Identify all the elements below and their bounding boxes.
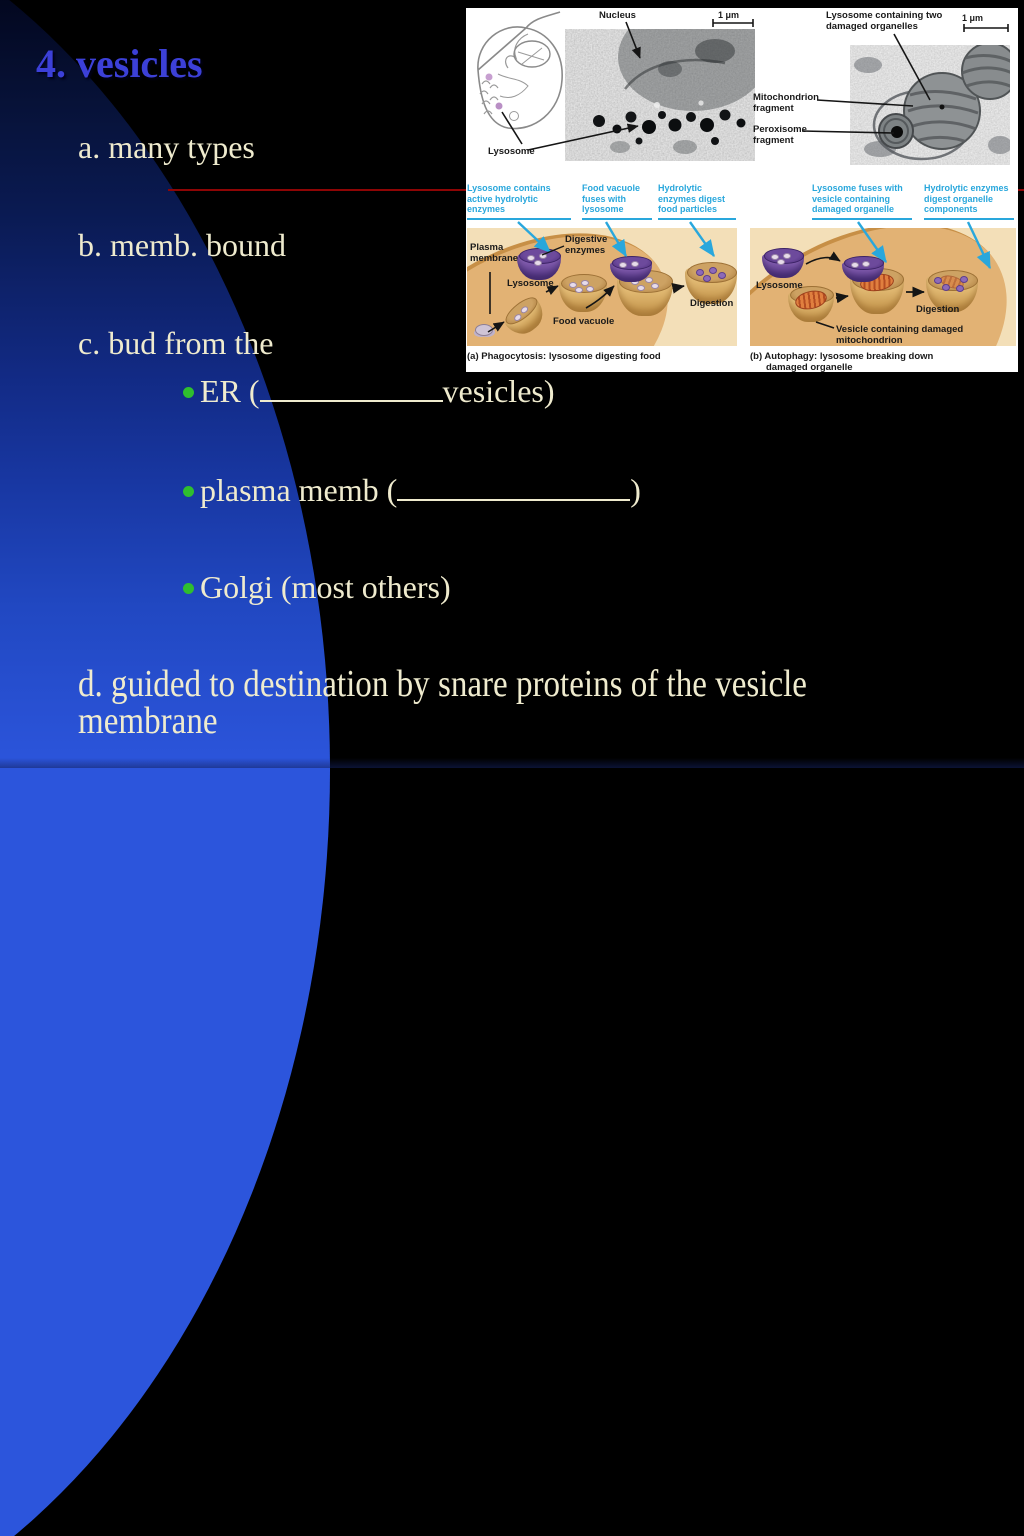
fill-in-blank-plasma (397, 497, 631, 501)
fused-vacuole-bowl (617, 270, 673, 316)
step-a3-underline (658, 218, 736, 220)
bullet-er-pre: ER ( (200, 373, 260, 409)
step-b2-label: Hydrolytic enzymes digest organelle comp… (924, 183, 1009, 214)
digestion-bowl (685, 262, 737, 304)
item-d-snare-proteins: d. guided to destination by snare protei… (78, 663, 948, 742)
peroxisome-fragment-label: Peroxisome fragment (753, 124, 807, 146)
digestion-label-b: Digestion (916, 304, 960, 315)
scalebar-b-label: 1 μm (962, 13, 984, 23)
step-a1-label: Lysosome contains active hydrolytic enzy… (467, 183, 551, 214)
item-b-memb-bound: b. memb. bound (78, 227, 286, 263)
lysosome-label-a: Lysosome (507, 278, 554, 289)
step-b1-underline (812, 218, 912, 220)
item-d-line1: d. guided to destination by snare protei… (78, 663, 807, 705)
item-c-bud-from: c. bud from the (78, 325, 274, 361)
green-bullet-icon (183, 583, 194, 594)
bullet-plasma-post: ) (630, 472, 641, 508)
step-b1-label: Lysosome fuses with vesicle containing d… (812, 183, 903, 214)
phagocytosis-diagram: Plasma membrane Digestive enzymes Lysoso… (467, 228, 737, 346)
food-vacuole-label: Food vacuole (553, 316, 615, 327)
left-electron-micrograph (565, 29, 755, 161)
vesicle-with-mitochondrion (788, 286, 835, 322)
caption-b: (b) Autophagy: lysosome breaking down da… (750, 351, 1016, 372)
step-a2-underline (582, 218, 652, 220)
item-d-line2: membrane (78, 700, 218, 742)
digestion-bowl-b (926, 270, 978, 312)
bottom-gradient-band (0, 758, 1024, 768)
right-electron-micrograph (850, 45, 1010, 165)
step-a2-label: Food vacuole fuses with lysosome (582, 183, 641, 214)
green-bullet-icon (183, 486, 194, 497)
nucleus-label: Nucleus (599, 10, 636, 21)
fused-lysosome-cap-b (842, 256, 885, 282)
digestive-enzymes-label: Digestive enzymes (565, 234, 608, 256)
step-a1-underline (467, 218, 571, 220)
step-a3-label: Hydrolytic enzymes digest food particles (658, 183, 726, 214)
green-bullet-icon (183, 387, 194, 398)
caption-b-line2: damaged organelle (766, 361, 853, 372)
bullet-plasma-memb: plasma memb () (183, 471, 641, 509)
caption-b-line1: (b) Autophagy: lysosome breaking down (750, 351, 934, 362)
food-particle (475, 324, 493, 336)
item-a-many-types: a. many types (78, 129, 255, 165)
caption-a: (a) Phagocytosis: lysosome digesting foo… (467, 351, 661, 362)
fill-in-blank-er (259, 398, 443, 402)
lysosome-label-b: Lysosome (756, 280, 803, 291)
bullet-golgi-text: Golgi (most others) (200, 569, 451, 605)
lysosome-figure-image: Nucleus 1 μm Lysosome Lysosome containin… (466, 8, 1018, 372)
fused-lysosome-cap (610, 256, 653, 282)
plasma-membrane-label: Plasma membrane (470, 242, 519, 264)
bullet-er: ER ( vesicles) (183, 372, 555, 410)
lysosome-sketch-label: Lysosome (488, 146, 535, 157)
autophagy-diagram: Lysosome Vesicle containing damaged mito… (750, 228, 1016, 346)
mitochondrion-fragment-label: Mitochondrion fragment (753, 92, 819, 114)
vesicle-label-b: Vesicle containing damaged mitochondrion (836, 324, 964, 346)
scalebar-a-label: 1 μm (718, 10, 740, 20)
lysosome-two-organelles-label: Lysosome containing two damaged organell… (826, 10, 943, 32)
digestion-label-a: Digestion (690, 298, 734, 309)
step-b2-underline (924, 218, 1014, 220)
slide-title: 4. vesicles (36, 41, 203, 86)
bullet-golgi: Golgi (most others) (183, 568, 451, 606)
lysosome-organelle-b (762, 248, 805, 278)
cell-sketch-drawing (477, 11, 563, 130)
food-vacuole-bowl (559, 274, 608, 312)
bullet-er-post: vesicles) (442, 373, 555, 409)
bullet-plasma-pre: plasma memb ( (200, 472, 398, 508)
